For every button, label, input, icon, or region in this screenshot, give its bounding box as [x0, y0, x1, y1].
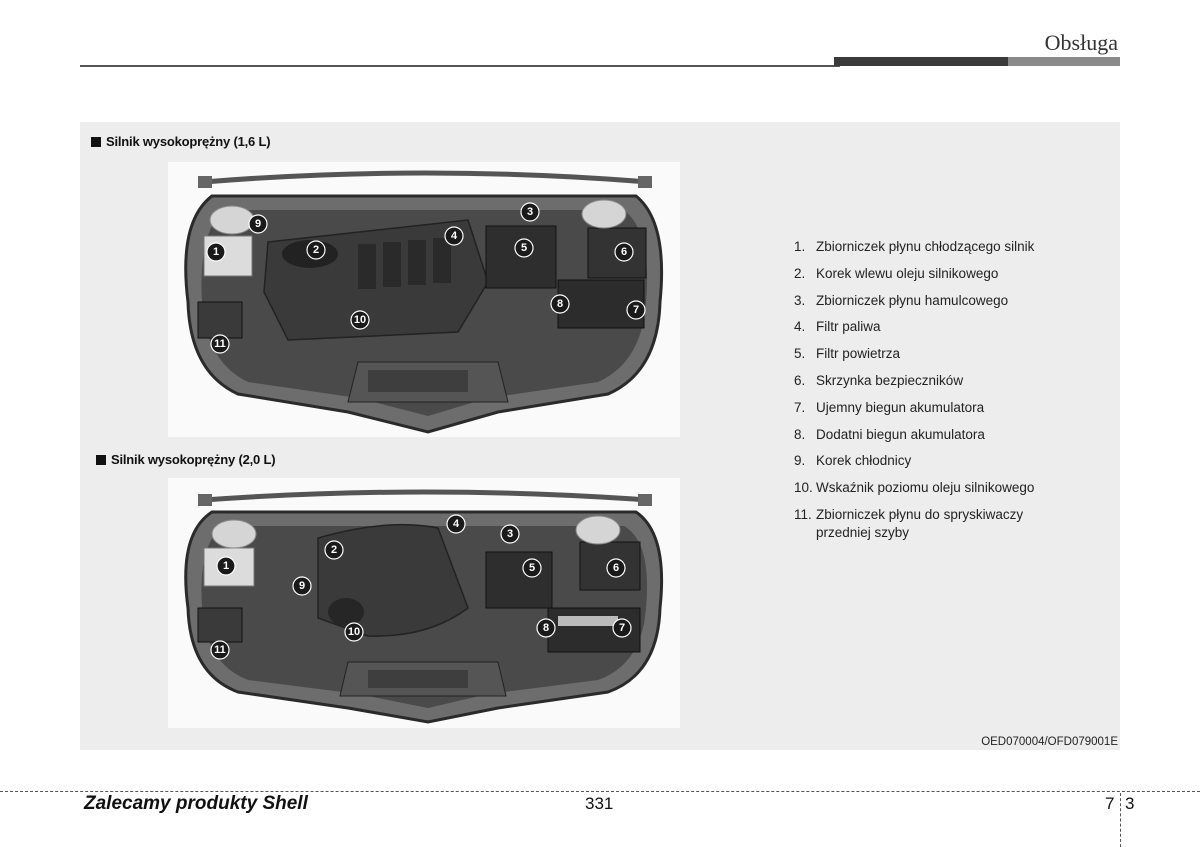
svg-text:4: 4 — [451, 230, 458, 242]
callout-8: 8 — [550, 294, 570, 314]
svg-text:7: 7 — [633, 304, 639, 316]
callout-6: 6 — [606, 558, 626, 578]
callout-10: 10 — [344, 622, 364, 642]
callout-6: 6 — [614, 242, 634, 262]
svg-text:11: 11 — [214, 644, 226, 656]
header-rule — [80, 65, 840, 67]
svg-text:4: 4 — [453, 518, 460, 530]
svg-text:5: 5 — [529, 562, 535, 574]
section-title: Obsługa — [1044, 30, 1118, 55]
engine-1-6-image: 1 2 3 4 5 6 7 8 9 10 11 — [168, 162, 680, 437]
svg-text:2: 2 — [313, 244, 319, 256]
footer-divider — [0, 791, 1200, 792]
engine-2-0-image: 1 2 3 4 5 6 7 8 9 10 11 — [168, 478, 680, 728]
svg-text:3: 3 — [507, 528, 513, 540]
bullet-square-icon — [96, 455, 106, 465]
header-bar — [834, 57, 1120, 66]
callout-5: 5 — [522, 558, 542, 578]
callout-11: 11 — [210, 640, 230, 660]
engine-2-0-label-text: Silnik wysokoprężny (2,0 L) — [111, 452, 276, 467]
callout-9: 9 — [248, 214, 268, 234]
list-item: 8.Dodatni biegun akumulatora — [794, 426, 985, 442]
engine-1-6-label: Silnik wysokoprężny (1,6 L) — [91, 134, 271, 149]
list-item: 7.Ujemny biegun akumulatora — [794, 399, 985, 415]
list-item: 4.Filtr paliwa — [794, 319, 881, 335]
svg-text:9: 9 — [255, 218, 261, 230]
svg-text:9: 9 — [299, 580, 305, 592]
callout-3: 3 — [520, 202, 540, 222]
callout-4: 4 — [446, 514, 466, 534]
callout-7: 7 — [626, 300, 646, 320]
callout-9: 9 — [292, 576, 312, 596]
engine-compartment-panel: Silnik wysokoprężny (1,6 L) — [80, 122, 1120, 750]
callout-1: 1 — [216, 556, 236, 576]
list-item: 9.Korek chłodnicy — [794, 453, 912, 469]
svg-text:1: 1 — [213, 246, 219, 258]
svg-text:1: 1 — [223, 560, 229, 572]
svg-text:6: 6 — [621, 246, 627, 258]
callout-2: 2 — [306, 240, 326, 260]
svg-text:10: 10 — [348, 626, 360, 638]
list-item: 2.Korek wlewu oleju silnikowego — [794, 265, 999, 281]
callout-11: 11 — [210, 334, 230, 354]
list-item: 10.Wskaźnik poziomu oleju silnikowego — [794, 480, 1035, 496]
svg-text:11: 11 — [214, 338, 226, 350]
header-bar-light — [1008, 57, 1120, 66]
footer-brand: Zalecamy produkty Shell — [84, 793, 308, 814]
list-item: 3.Zbiorniczek płynu hamulcowego — [794, 292, 1009, 308]
svg-text:8: 8 — [543, 622, 549, 634]
list-item: 5.Filtr powietrza — [794, 346, 901, 362]
engine-2-0-label: Silnik wysokoprężny (2,0 L) — [96, 452, 276, 467]
callout-4: 4 — [444, 226, 464, 246]
page-number: 331 — [585, 794, 614, 813]
callout-2: 2 — [324, 540, 344, 560]
figure-code: OED070004/OFD079001E — [981, 736, 1118, 748]
footer-vertical-divider — [1120, 793, 1121, 847]
svg-text:10: 10 — [354, 314, 366, 326]
list-item: 6.Skrzynka bezpieczników — [794, 372, 964, 388]
svg-text:7: 7 — [619, 622, 625, 634]
svg-text:5: 5 — [521, 242, 527, 254]
parts-list: 1.Zbiorniczek płynu chłodzącego silnik 2… — [794, 238, 1034, 542]
svg-text:8: 8 — [557, 298, 563, 310]
svg-text:6: 6 — [613, 562, 619, 574]
list-item: 1.Zbiorniczek płynu chłodzącego silnik — [794, 239, 1035, 254]
callout-3: 3 — [500, 524, 520, 544]
callout-10: 10 — [350, 310, 370, 330]
engine-1-6-label-text: Silnik wysokoprężny (1,6 L) — [106, 134, 271, 149]
chapter-page-number: 3 — [1125, 794, 1135, 813]
callout-8: 8 — [536, 618, 556, 638]
svg-text:2: 2 — [331, 544, 337, 556]
callout-7: 7 — [612, 618, 632, 638]
callout-5: 5 — [514, 238, 534, 258]
svg-text:3: 3 — [527, 206, 533, 218]
callout-1: 1 — [206, 242, 226, 262]
bullet-square-icon — [91, 137, 101, 147]
chapter-number: 7 — [1105, 794, 1115, 813]
